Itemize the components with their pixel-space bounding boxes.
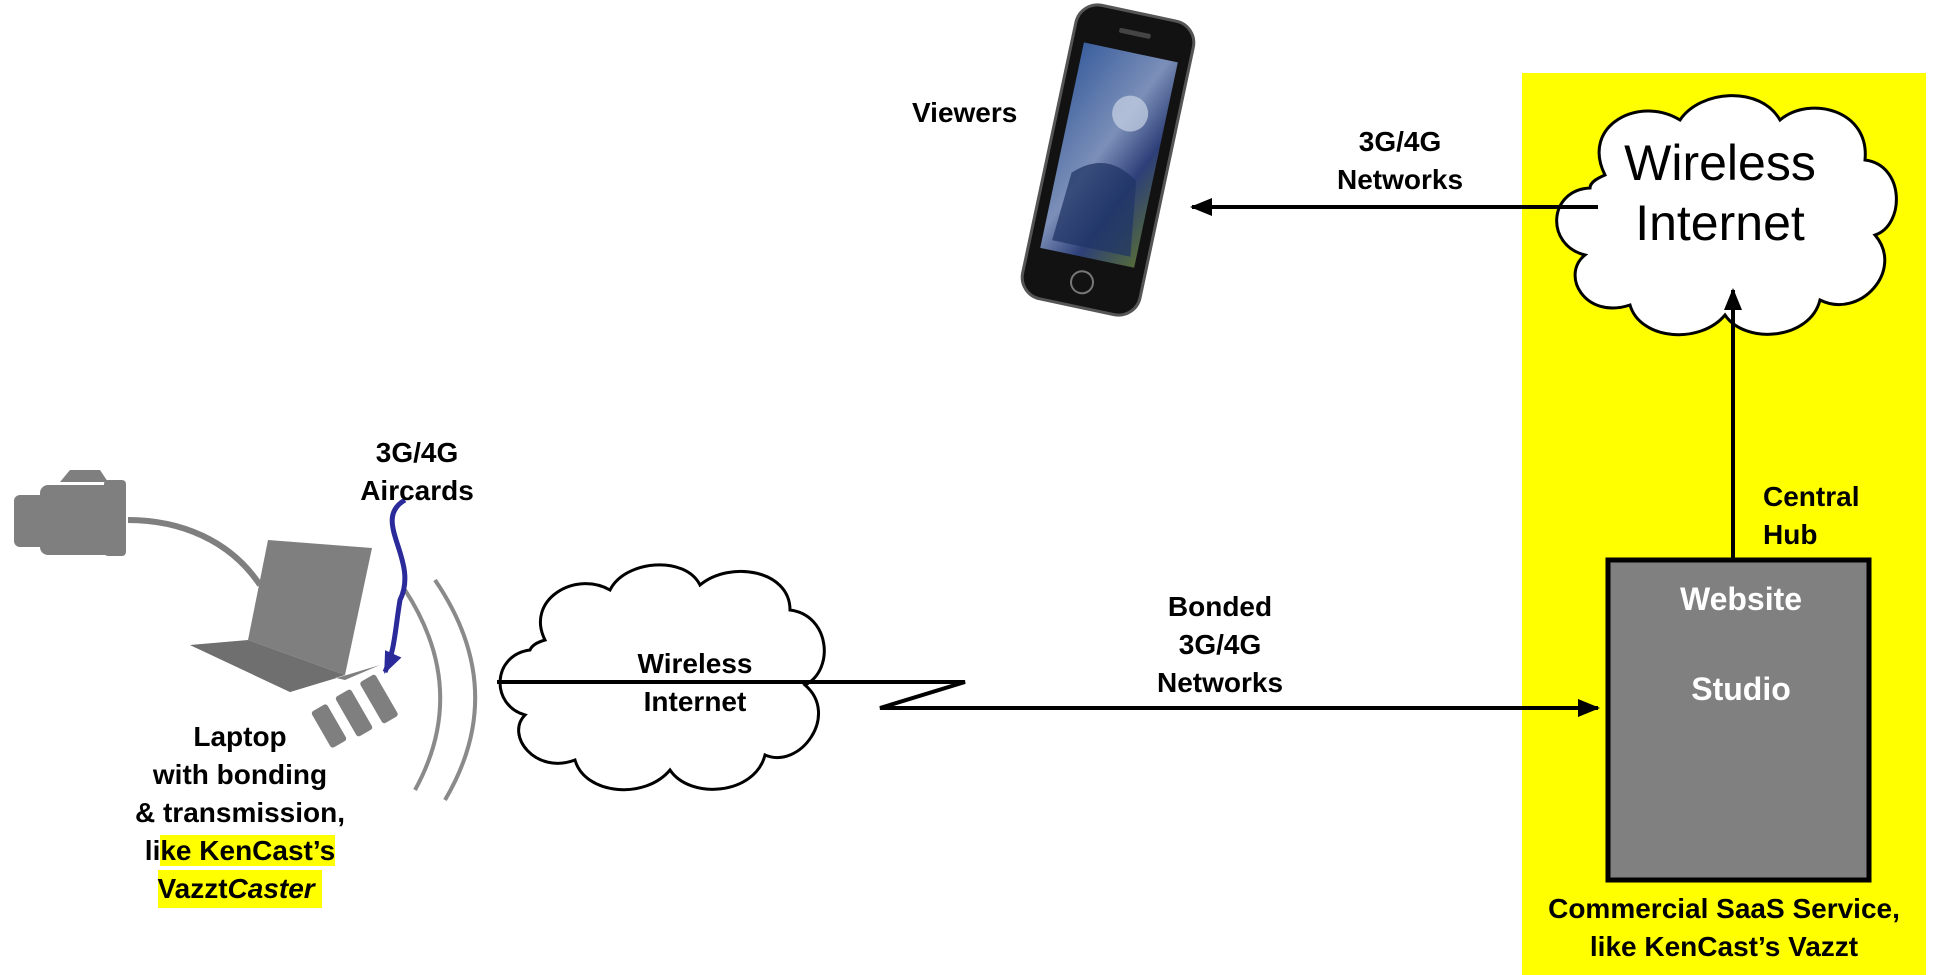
cloud-icon (1555, 94, 1898, 337)
label-line: Central (1763, 481, 1860, 512)
label-text: li (144, 835, 161, 866)
label-text: Vazzt (157, 873, 228, 904)
label-line: Aircards (360, 475, 474, 506)
italic-text: Caster (227, 873, 315, 904)
label-line: Bonded (1167, 591, 1273, 622)
label-line: with bonding (152, 759, 328, 790)
label-line: VazztCaster (110, 870, 370, 908)
central-hub-label: Central Hub (1763, 478, 1859, 554)
laptop-description: Laptop with bonding & transmission, like… (110, 718, 370, 908)
label-line: Laptop (193, 721, 287, 752)
studio-box[interactable] (1605, 557, 1872, 883)
video-camera-icon (14, 470, 263, 587)
label-line: Hub (1763, 519, 1818, 550)
label-line: Commercial SaaS Service, (1548, 893, 1900, 924)
cloud-icon (498, 563, 826, 792)
label-line: & transmission, (134, 797, 346, 828)
smartphone-icon (1020, 3, 1196, 317)
label-line: Networks (1336, 164, 1464, 195)
cloud-top-label: Wireless Internet (1600, 133, 1840, 253)
studio-website-label: Website (1679, 581, 1803, 617)
aircards-arrow (382, 497, 408, 674)
highlighted-text: VazztCaster (157, 870, 323, 908)
aircards-label: 3G/4G Aircards (332, 434, 502, 510)
label-line: Internet (643, 686, 747, 717)
top-networks-label: 3G/4G Networks (1310, 123, 1490, 199)
label-line: Networks (1156, 667, 1284, 698)
studio-studio-label: Studio (1691, 671, 1791, 707)
label-line: like KenCast’s (110, 832, 370, 870)
viewers-label: Viewers (912, 97, 1018, 128)
label-line: Wireless (1624, 135, 1816, 191)
label-line: like KenCast’s Vazzt (1589, 931, 1859, 962)
label-line: Internet (1635, 195, 1805, 251)
bonded-networks-label: Bonded 3G/4G Networks (1130, 588, 1310, 702)
label-line: 3G/4G (375, 437, 459, 468)
bonded-network-link (497, 680, 1600, 717)
label-line: Wireless (637, 648, 753, 679)
usb-aircard-icon (311, 674, 398, 748)
wireless-signal-icon (403, 578, 478, 802)
cloud-mid-label: Wireless Internet (600, 645, 790, 721)
highlighted-text: ke KenCast’s (160, 835, 336, 866)
label-line: 3G/4G (1178, 629, 1262, 660)
label-line: 3G/4G (1358, 126, 1442, 157)
laptop-icon (190, 540, 380, 692)
saas-label: Commercial SaaS Service, like KenCast’s … (1522, 890, 1926, 966)
